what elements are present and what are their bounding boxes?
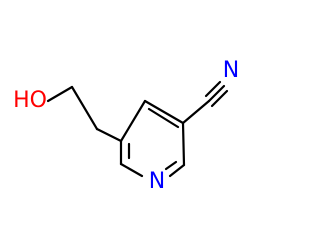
bond-c4-c3 [143,99,185,125]
bond-n1-c6 [119,162,144,178]
bond-c3-cn [181,99,211,125]
bond-c2-n1-inner [164,160,178,171]
bond-c2-n1 [168,163,186,178]
molecule-structure: HO N N [13,58,239,194]
bond-c4-c3-inner [147,107,180,129]
bond-c3-c2 [181,121,186,167]
ring-nitrogen-label: N [149,169,165,194]
bond-cn-triple-3 [210,89,229,108]
bond-oh-ch2 [46,85,74,103]
hydroxyl-label: HO [13,88,47,113]
nitrile-nitrogen-label: N [223,58,239,83]
bond-c5-c4 [119,99,147,143]
bond-cn-triple-2 [204,80,222,98]
bond-cn-triple-1 [207,84,226,103]
bond-ch2-ring [95,127,123,143]
bond-ch2-ch2 [70,85,99,131]
